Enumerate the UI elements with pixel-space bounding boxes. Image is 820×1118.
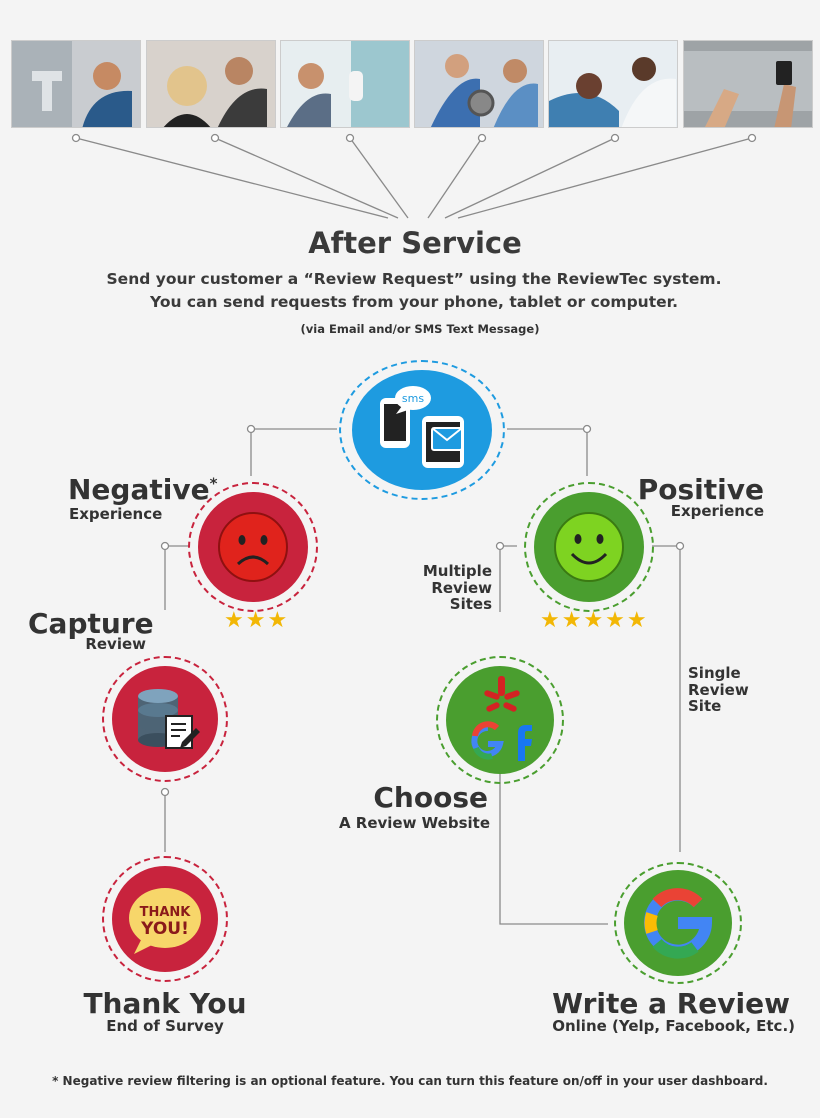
- capture-circle: [112, 666, 218, 772]
- choose-title: Choose: [373, 781, 488, 814]
- write-review-circle: [624, 870, 732, 976]
- thank-you-ring: [102, 856, 228, 982]
- photo-auto-mechanic: [414, 40, 544, 128]
- single-site-line1: Single: [688, 664, 741, 682]
- photo-dentist: [548, 40, 678, 128]
- capture-ring: [102, 656, 228, 782]
- photo-retail-counter: [683, 40, 813, 128]
- thank-you-bubble-icon: THANK YOU!: [129, 888, 201, 954]
- single-site-line3: Site: [688, 697, 722, 715]
- sad-face-icon: [218, 512, 288, 582]
- intro-line-1: Send your customer a “Review Request” us…: [106, 270, 722, 288]
- choose-ring: [436, 656, 564, 784]
- footnote: * Negative review filtering is an option…: [52, 1074, 768, 1088]
- negative-asterisk: *: [209, 474, 218, 493]
- write-review-subtitle: Online (Yelp, Facebook, Etc.): [552, 1017, 795, 1035]
- choose-subtitle: A Review Website: [338, 814, 490, 832]
- single-site-label: Single Review Site: [688, 665, 778, 715]
- negative-stars: ★★★: [224, 608, 290, 633]
- write-review-title: Write a Review: [552, 987, 790, 1020]
- single-site-line2: Review: [688, 680, 749, 699]
- capture-subtitle: Review: [85, 635, 146, 653]
- negative-subtitle: Experience: [69, 505, 163, 523]
- thank-you-circle: THANK YOU!: [112, 866, 218, 972]
- positive-subtitle: Experience: [670, 502, 764, 520]
- positive-ring: [524, 482, 654, 612]
- photo-hair-stylist: [146, 40, 276, 128]
- positive-circle: [534, 492, 644, 602]
- thank-you-badge-line1: THANK: [140, 905, 192, 920]
- happy-face-icon: [554, 512, 624, 582]
- page-title: After Service: [308, 226, 522, 260]
- choose-circle: [446, 666, 554, 774]
- photo-painter: [280, 40, 410, 128]
- multiple-sites-label: Multiple Review Sites: [408, 563, 492, 613]
- multiple-sites-line3: Sites: [449, 595, 492, 613]
- google-icon: [644, 888, 713, 959]
- positive-title: Positive: [637, 473, 764, 506]
- positive-stars: ★★★★★: [540, 608, 649, 633]
- svg-text:sms: sms: [402, 392, 424, 405]
- intro-line-2: You can send requests from your phone, t…: [150, 293, 678, 311]
- negative-circle: [198, 492, 308, 602]
- thank-you-subtitle: End of Survey: [106, 1017, 224, 1035]
- database-document-icon: [138, 689, 200, 749]
- thank-you-badge-line2: YOU!: [140, 919, 189, 939]
- multiple-sites-line1: Multiple: [422, 562, 492, 580]
- request-circle: sms: [352, 370, 492, 490]
- request-ring: [339, 360, 505, 500]
- multiple-sites-line2: Review: [431, 578, 492, 597]
- negative-ring: [188, 482, 318, 612]
- capture-title: Capture: [28, 607, 154, 640]
- phone-sms-email-icon: sms: [380, 386, 464, 468]
- photo-plumber: [11, 40, 141, 128]
- intro-note: (via Email and/or SMS Text Message): [300, 322, 540, 336]
- thank-you-title: Thank You: [83, 987, 247, 1020]
- negative-title-text: Negative: [68, 473, 210, 506]
- write-review-ring: [614, 862, 742, 984]
- negative-title: Negative*: [68, 476, 217, 504]
- yelp-google-facebook-icon: [471, 676, 532, 761]
